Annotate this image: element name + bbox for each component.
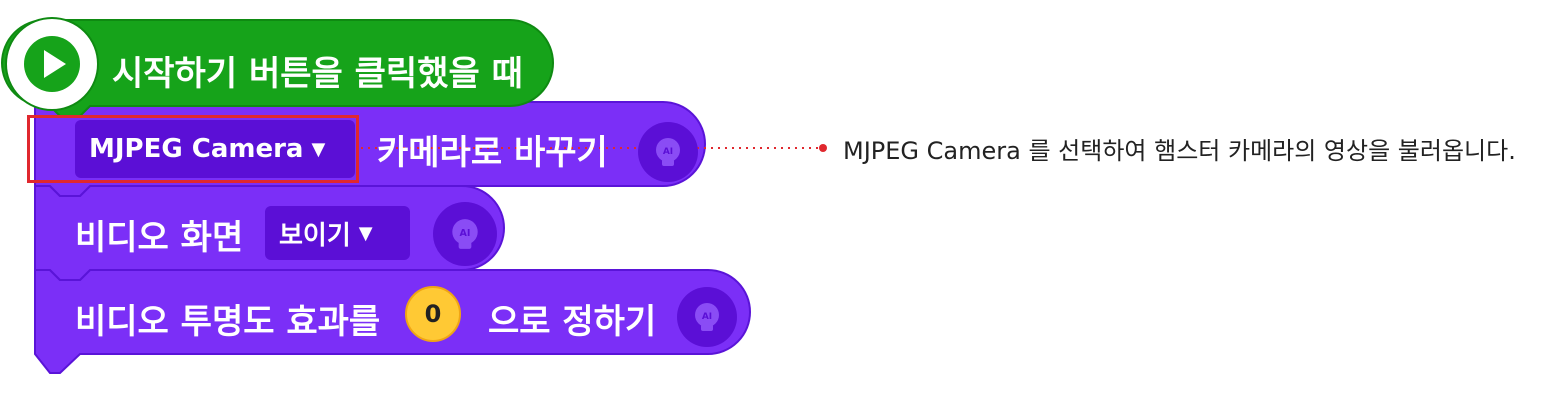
play-icon[interactable] xyxy=(5,17,99,111)
svg-text:AI: AI xyxy=(460,228,471,239)
caret-down-icon: ▼ xyxy=(311,138,326,160)
ai-brain-icon: AI xyxy=(677,287,737,347)
video-block-label: 비디오 화면 xyxy=(75,218,244,258)
annotation-text: MJPEG Camera 를 선택하여 햄스터 카메라의 영상을 불러옵니다. xyxy=(843,137,1516,165)
svg-text:AI: AI xyxy=(663,147,673,157)
ai-brain-icon: AI xyxy=(433,202,497,266)
video-visibility-value: 보이기 xyxy=(279,220,351,251)
transparency-block-shape[interactable] xyxy=(34,269,751,374)
camera-source-value: MJPEG Camera xyxy=(89,134,304,164)
callout-dot xyxy=(819,144,827,152)
dropdown-highlight-box xyxy=(27,115,359,183)
hat-block-label: 시작하기 버튼을 클릭했을 때 xyxy=(112,54,523,94)
caret-down-icon: ▼ xyxy=(358,222,373,244)
svg-text:AI: AI xyxy=(702,312,712,322)
transparency-value-input[interactable]: 0 xyxy=(405,286,461,342)
video-visibility-dropdown[interactable]: 보이기 ▼ xyxy=(265,206,410,260)
ai-brain-icon: AI xyxy=(638,122,698,182)
camera-source-dropdown[interactable]: MJPEG Camera ▼ xyxy=(75,120,355,178)
camera-block-label: 카메라로 바꾸기 xyxy=(377,133,608,173)
transparency-block-label: 비디오 투명도 효과를 xyxy=(75,302,381,342)
transparency-block-suffix: 으로 정하기 xyxy=(488,302,657,342)
